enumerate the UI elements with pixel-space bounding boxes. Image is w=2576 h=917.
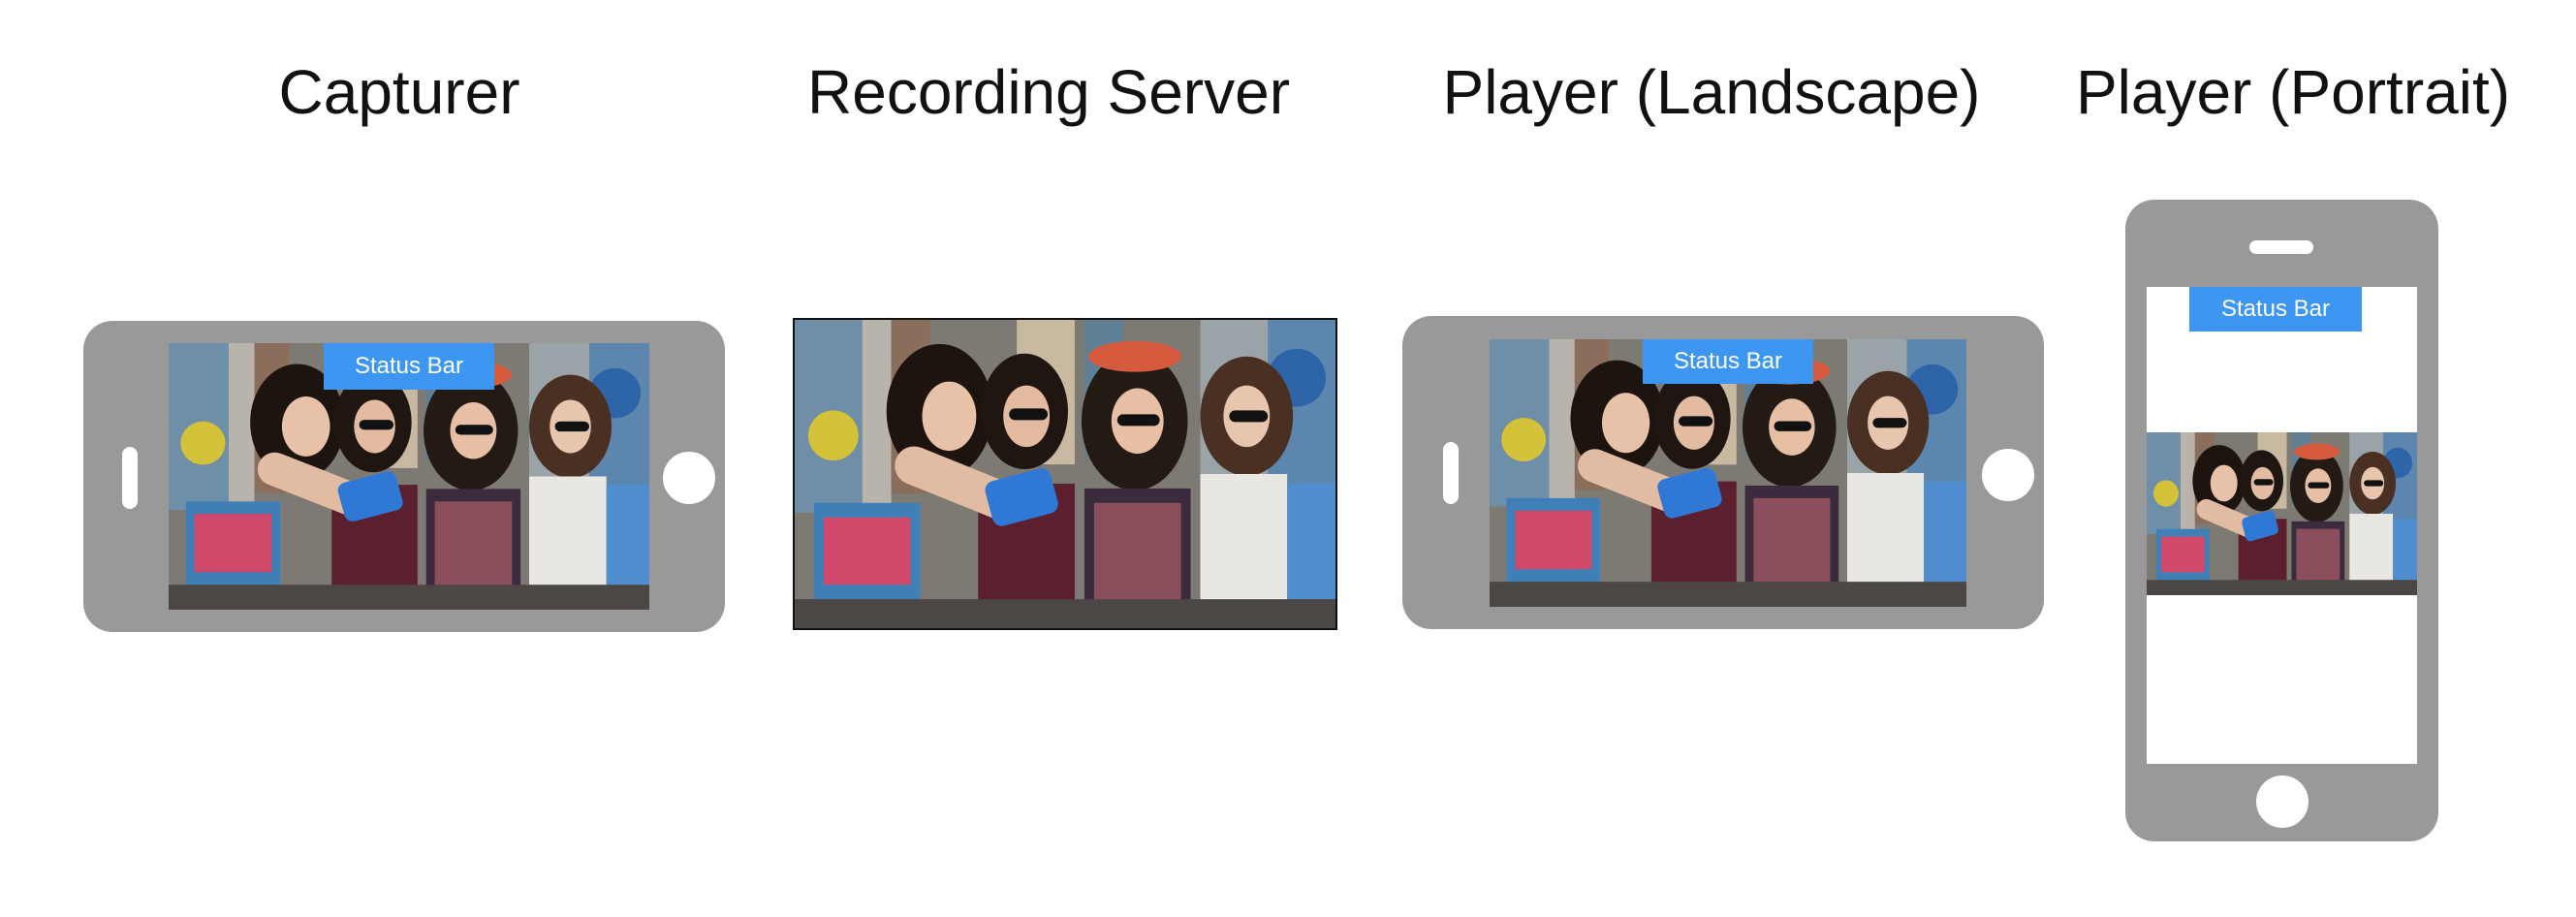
selfie-photo [795, 320, 1335, 628]
heading-player-landscape: Player (Landscape) [1442, 57, 1981, 127]
speaker-icon [1443, 442, 1459, 504]
player-portrait-phone: Status Bar [2125, 200, 2438, 841]
home-button-icon [2256, 775, 2309, 828]
speaker-icon [122, 447, 138, 509]
home-button-icon [663, 452, 715, 504]
player-landscape-screen: Status Bar [1490, 339, 1966, 607]
status-bar: Status Bar [2189, 287, 2362, 332]
capturer-screen: Status Bar [169, 343, 649, 610]
home-button-icon [1982, 449, 2034, 501]
speaker-icon [2249, 240, 2313, 254]
capturer-phone: Status Bar [83, 321, 725, 632]
status-bar: Status Bar [1643, 339, 1813, 384]
selfie-photo [2147, 432, 2417, 595]
player-portrait-screen: Status Bar [2147, 287, 2417, 764]
portrait-video-area [2147, 432, 2417, 595]
heading-capturer: Capturer [278, 57, 520, 127]
status-bar: Status Bar [324, 343, 494, 390]
heading-recording-server: Recording Server [807, 57, 1290, 127]
heading-player-portrait: Player (Portrait) [2075, 57, 2511, 127]
player-landscape-phone: Status Bar [1402, 316, 2044, 629]
recording-server-frame [793, 318, 1337, 630]
